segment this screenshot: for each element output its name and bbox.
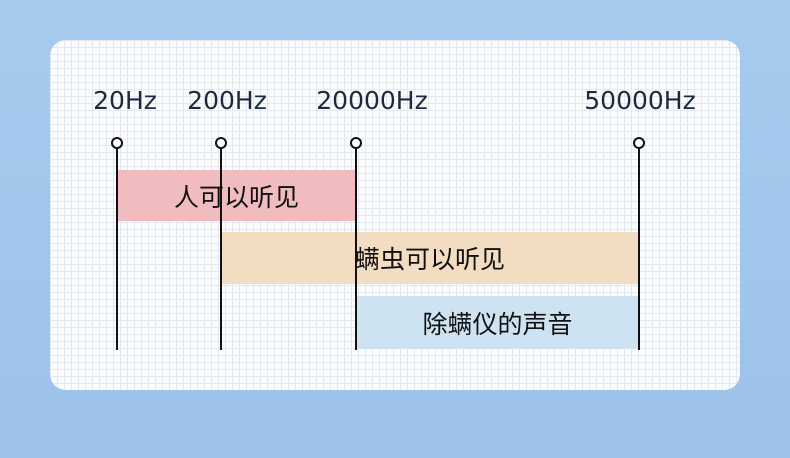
freq-label: 200Hz (187, 86, 267, 115)
band-human: 人可以听见 (117, 170, 356, 221)
band-label: 除螨仪的声音 (422, 309, 573, 339)
marker-dot (111, 137, 123, 149)
band-device: 除螨仪的声音 (356, 296, 639, 349)
marker-line-200hz (220, 148, 222, 350)
marker-dot (215, 137, 227, 149)
freq-label: 20Hz (93, 86, 157, 115)
diagram-card: 人可以听见 螨虫可以听见 除螨仪的声音 20Hz 200Hz 20000Hz 5… (50, 40, 740, 390)
marker-line-50000hz (638, 148, 640, 350)
marker-line-20hz (116, 148, 118, 350)
marker-dot (350, 137, 362, 149)
marker-line-20000hz (355, 148, 357, 350)
freq-label: 20000Hz (316, 86, 428, 115)
marker-dot (633, 137, 645, 149)
band-label: 螨虫可以听见 (354, 245, 505, 274)
freq-label: 50000Hz (584, 86, 696, 115)
band-label: 人可以听见 (173, 182, 299, 212)
band-mite: 螨虫可以听见 (221, 232, 639, 284)
